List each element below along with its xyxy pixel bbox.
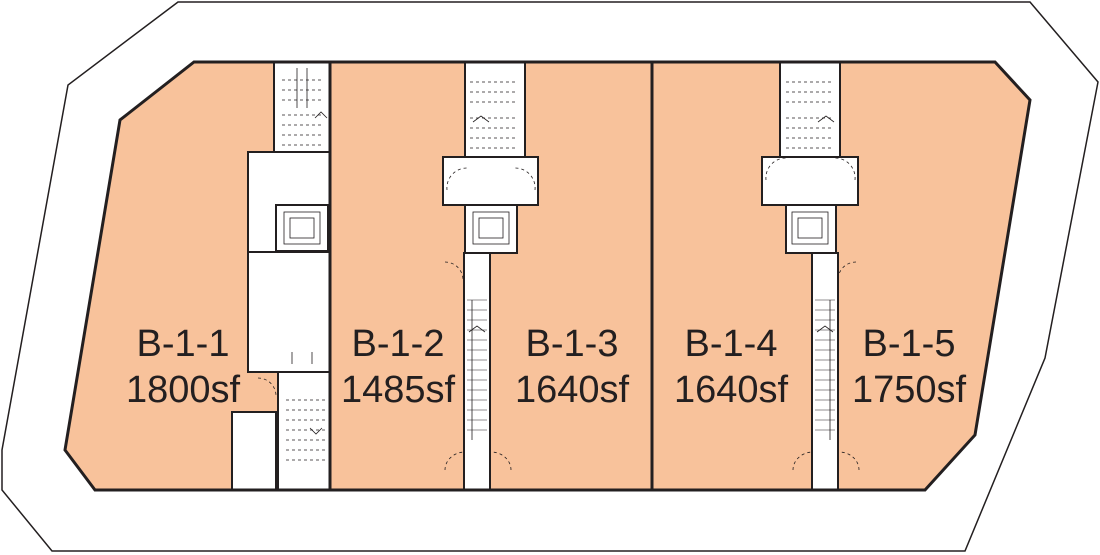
unit-area: 1485sf [341,369,456,411]
unit-area: 1750sf [852,369,967,411]
unit-b-1-1[interactable]: B-1-1 1800sf [126,323,241,411]
core-b-1-1 [231,61,331,491]
unit-id: B-1-2 [352,323,445,365]
unit-b-1-3[interactable]: B-1-3 1640sf [515,323,630,411]
building-footprint [65,62,1030,490]
unit-b-1-4[interactable]: B-1-4 1640sf [674,323,789,411]
building-outline [63,60,1032,492]
unit-b-1-2[interactable]: B-1-2 1485sf [341,323,456,411]
unit-id: B-1-3 [526,323,619,365]
unit-area: 1640sf [515,369,630,411]
unit-id: B-1-5 [863,323,956,365]
unit-b-1-5[interactable]: B-1-5 1750sf [852,323,967,411]
unit-area: 1640sf [674,369,789,411]
unit-id: B-1-4 [685,323,778,365]
unit-area: 1800sf [126,369,241,411]
unit-id: B-1-1 [137,323,230,365]
